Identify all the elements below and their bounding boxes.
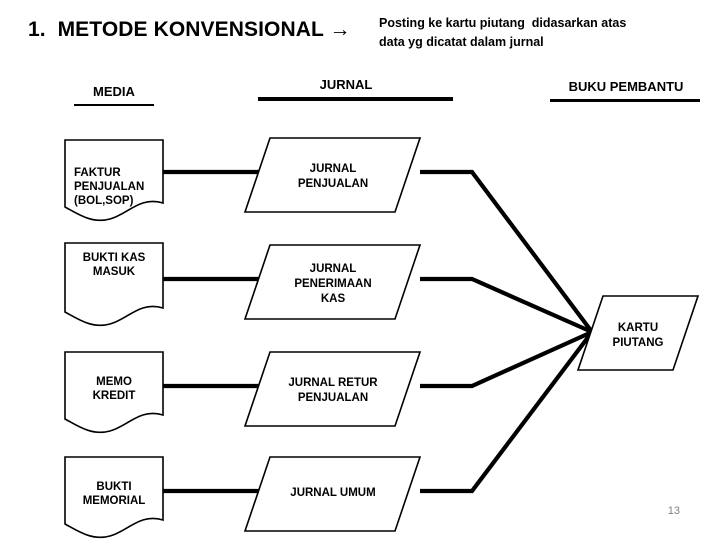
page-number: 13 [667, 505, 680, 517]
node-jur3-shape [243, 351, 422, 427]
page-title: 1. METODE KONVENSIONAL → [28, 18, 351, 41]
edge-jur3-kartu [420, 330, 593, 389]
node-jur1-line-2: PENJUALAN [298, 178, 368, 190]
node-doc4-shape [64, 456, 164, 539]
column-header-jurnal: JURNAL [319, 77, 373, 92]
node-jur2-line-1: JURNAL [310, 263, 357, 275]
node-jur2-line-3: KAS [321, 293, 346, 305]
node-doc1-line-1: FAKTUR [74, 167, 121, 179]
edge-jur2-kartu [420, 276, 593, 334]
column-header-buku-pembantu: BUKU PEMBANTU [568, 79, 684, 94]
column-rule-media [74, 104, 154, 106]
node-jur4-shape [243, 456, 422, 532]
node-doc3-line-2: KREDIT [93, 390, 136, 402]
column-rule-buku-pembantu [550, 99, 700, 102]
node-doc1-shape [64, 139, 164, 222]
node-jur2-shape [243, 244, 422, 320]
column-header-media: MEDIA [93, 84, 135, 99]
annotation-line-2: data yg dicatat dalam jurnal [379, 35, 544, 49]
node-doc1-line-3: (BOL,SOP) [74, 195, 134, 207]
node-doc4-line-1: BUKTI [96, 481, 131, 493]
annotation-line-1: Posting ke kartu piutang didasarkan atas [379, 16, 627, 30]
node-doc1-line-2: PENJUALAN [74, 181, 144, 193]
node-jur2-line-2: PENERIMAAN [294, 278, 371, 290]
node-jur3-line-2: PENJUALAN [298, 392, 368, 404]
node-doc2-shape [64, 242, 164, 327]
node-kartu-line-2: PIUTANG [613, 337, 664, 349]
node-doc3-shape [64, 351, 164, 434]
node-doc3-line-1: MEMO [96, 376, 132, 388]
node-jur4-line-1: JURNAL UMUM [290, 487, 375, 499]
node-kartu-line-1: KARTU [618, 322, 658, 334]
edge-jur1-kartu [420, 169, 594, 334]
node-doc2-line-2: MASUK [93, 266, 136, 278]
node-jur1-shape [243, 137, 422, 213]
edge-jur4-kartu [420, 330, 594, 494]
node-doc4-line-2: MEMORIAL [83, 495, 146, 507]
node-jur1-line-1: JURNAL [310, 163, 357, 175]
column-rule-jurnal [258, 97, 453, 101]
node-doc2-line-1: BUKTI KAS [83, 252, 146, 264]
node-jur3-line-1: JURNAL RETUR [288, 377, 378, 389]
node-kartu-shape [576, 295, 700, 371]
title-annotation: Posting ke kartu piutang didasarkan atas… [379, 14, 626, 52]
